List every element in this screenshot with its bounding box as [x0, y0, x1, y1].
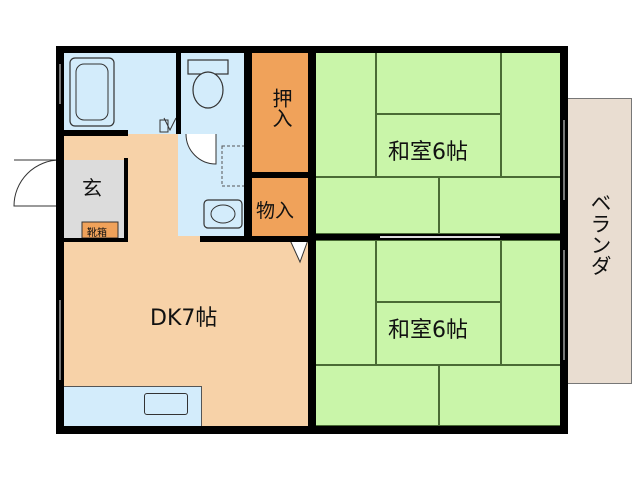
- genkan-label: 玄: [82, 176, 102, 200]
- dk-label: DK7帖: [150, 306, 218, 331]
- closet-door-swing: [289, 239, 309, 264]
- sliding-door-divider: [380, 236, 500, 238]
- window-bath: [59, 64, 61, 104]
- washer-space: [221, 145, 247, 187]
- toilet-bowl: [192, 71, 224, 109]
- veranda-label: ベランダ: [588, 192, 612, 276]
- monoire-closet: [252, 178, 310, 236]
- wall-monoire-bottom: [200, 236, 312, 242]
- wall-genkan-bottom: [56, 238, 128, 242]
- oshiire-label: 押入: [269, 88, 293, 128]
- window-right-top: [563, 120, 565, 200]
- veranda-area: [566, 98, 632, 384]
- window-left: [59, 300, 61, 380]
- washitsu-bottom-room: [314, 240, 564, 426]
- washitsu-bottom-label: 和室6帖: [388, 318, 468, 343]
- tatami-mat: [376, 114, 501, 177]
- bath-door-arrow: [163, 117, 177, 132]
- wall-genkan-left: [124, 158, 128, 242]
- sink: [144, 393, 188, 415]
- tatami-mat: [376, 240, 501, 302]
- tatami-mat: [376, 302, 501, 365]
- entrance-door-swing: [13, 159, 61, 207]
- wall-bath-bottom: [56, 130, 128, 136]
- monoire-label: 物入: [256, 200, 295, 222]
- wall-center: [308, 46, 316, 434]
- wall-toilet-right: [244, 46, 252, 236]
- wall-oshiire-bottom: [250, 172, 310, 178]
- washitsu-top-room: [314, 52, 564, 234]
- window-right-bottom: [563, 250, 565, 360]
- toilet-door-swing: [185, 133, 217, 165]
- bathtub: [69, 57, 115, 127]
- oshiire-closet: [252, 52, 310, 174]
- kutsubako-label: 靴箱: [87, 228, 107, 239]
- wall-right: [560, 46, 568, 434]
- wall-bath-right: [176, 52, 181, 134]
- washitsu-top-label: 和室6帖: [388, 140, 468, 165]
